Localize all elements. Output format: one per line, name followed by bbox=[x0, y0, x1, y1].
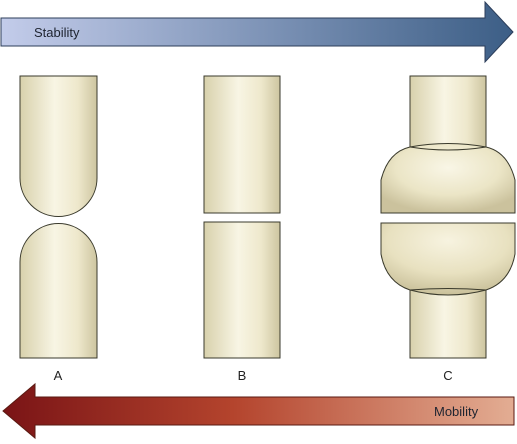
joint-a bbox=[19, 75, 98, 359]
mobility-label: Mobility bbox=[434, 404, 479, 419]
panel-label-c: C bbox=[443, 368, 452, 383]
mobility-arrow: Mobility bbox=[2, 382, 515, 440]
joint-b-upper-bone bbox=[203, 75, 281, 214]
joint-c-lower-head bbox=[380, 222, 516, 296]
joint-c-upper-neck-line bbox=[409, 146, 487, 151]
panel-label-b: B bbox=[238, 368, 247, 383]
joint-c bbox=[380, 75, 516, 359]
joint-a-upper-bone bbox=[19, 75, 98, 217]
stability-label: Stability bbox=[34, 25, 80, 40]
stability-arrow: Stability bbox=[0, 0, 514, 64]
joint-a-lower-bone bbox=[19, 223, 98, 359]
joint-c-lower-neck-line bbox=[409, 288, 487, 291]
mobility-arrow-shape bbox=[2, 382, 515, 440]
joint-c-upper-head bbox=[380, 143, 516, 214]
panel-label-a: A bbox=[54, 368, 63, 383]
stability-arrow-shape bbox=[0, 0, 514, 64]
joint-b-lower-bone bbox=[203, 221, 281, 359]
joint-b bbox=[203, 75, 281, 359]
